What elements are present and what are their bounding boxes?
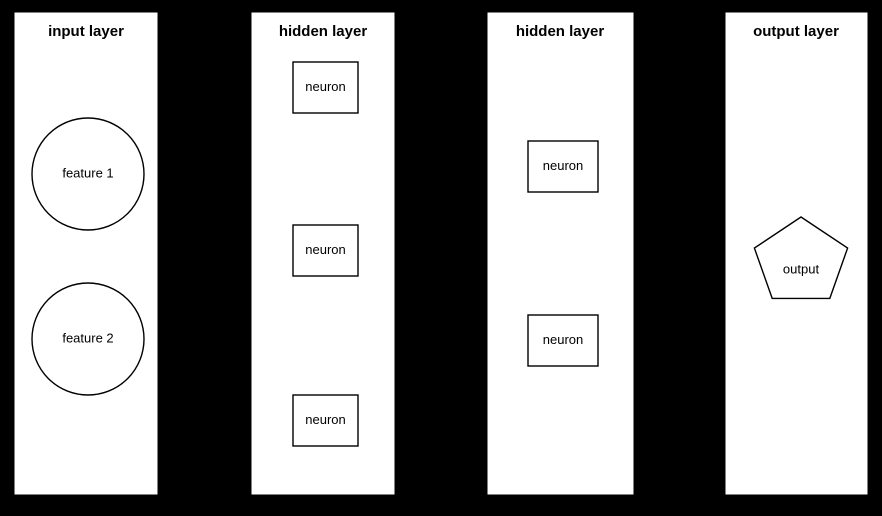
node-label-h1-neuron-2: neuron [305,242,345,257]
node-shape-rect-h1-neuron-3 [292,394,359,447]
panel-title-hidden-layer-2: hidden layer [516,23,605,40]
node-label-h2-neuron-2: neuron [543,332,583,347]
node-feature-1[interactable]: feature 1 [31,117,145,231]
panel-hidden-layer-2: hidden layer neuron neuron [486,11,635,496]
node-h1-neuron-2[interactable]: neuron [292,224,359,277]
node-shape-rect-h1-neuron-2 [292,224,359,277]
node-h1-neuron-1[interactable]: neuron [292,61,359,114]
panel-title-output-layer: output layer [753,23,839,40]
node-shape-circle-feature-2 [31,282,145,396]
node-label-feature-2: feature 2 [62,330,113,345]
node-label-h2-neuron-1: neuron [543,158,583,173]
node-label-h1-neuron-1: neuron [305,79,345,94]
node-shape-rect-h2-neuron-2 [527,314,599,367]
panel-background-hidden-layer-2 [486,11,635,496]
node-h1-neuron-3[interactable]: neuron [292,394,359,447]
node-shape-rect-h2-neuron-1 [527,140,599,193]
node-shape-rect-h1-neuron-1 [292,61,359,114]
panel-title-input-layer: input layer [48,23,124,40]
node-h2-neuron-1[interactable]: neuron [527,140,599,193]
panel-output-layer: output layer output [724,11,869,496]
node-label-output-node: output [783,261,820,276]
node-label-feature-1: feature 1 [62,165,113,180]
node-feature-2[interactable]: feature 2 [31,282,145,396]
node-h2-neuron-2[interactable]: neuron [527,314,599,367]
panel-hidden-layer-1: hidden layer neuron neuron neuron [250,11,396,496]
panel-background-input-layer [13,11,159,496]
panel-title-hidden-layer-1: hidden layer [279,23,368,40]
panel-input-layer: input layer feature 1 feature 2 [13,11,159,496]
panels-group: input layer feature 1 feature 2 hidden laye… [13,11,869,496]
node-output-node[interactable]: output [753,216,849,300]
node-shape-pentagon-output-node [753,216,849,300]
node-label-h1-neuron-3: neuron [305,412,345,427]
node-shape-circle-feature-1 [31,117,145,231]
